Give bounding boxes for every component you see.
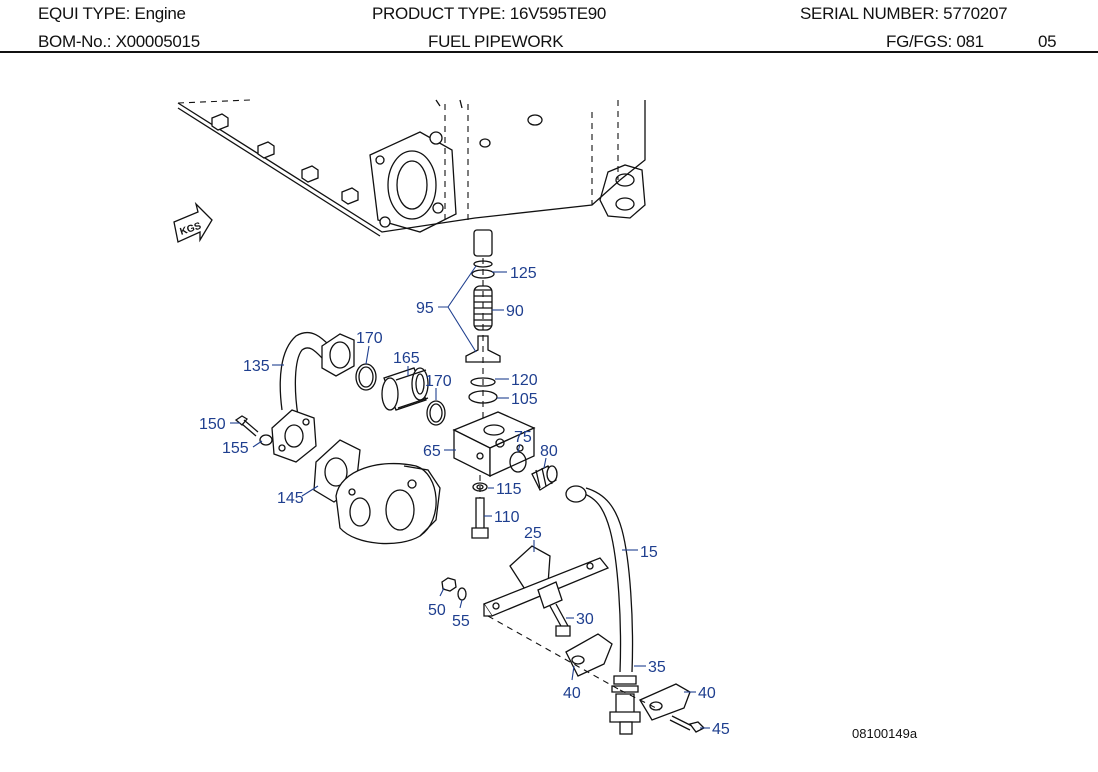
product-type: PRODUCT TYPE: 16V595TE90 [372,4,607,23]
callout-90: 90 [506,303,524,320]
bolt-150 [234,415,259,437]
callout-45: 45 [712,721,730,738]
washer-55 [457,587,467,601]
kgs-arrow-icon: KGS [173,201,213,243]
tube-165 [381,367,429,411]
drawing-reference: 08100149a [852,726,918,741]
o-ring-170b [426,400,446,426]
nut-50 [441,577,457,592]
fg-suffix: 05 [1038,32,1057,51]
pipe-135 [271,331,355,463]
callout-150: 150 [199,416,226,433]
callout-25: 25 [524,525,542,542]
kgs-badge: KGS [179,221,203,238]
callout-75: 75 [514,429,532,446]
callout-65: 65 [423,443,441,460]
callout-155: 155 [222,440,249,457]
header-divider [0,51,1098,53]
fitting-80 [531,465,558,491]
pipe-15 [565,485,641,735]
callout-40a: 40 [563,685,581,702]
fuel-pump [335,462,441,545]
adapter-block [452,411,536,478]
leader-lines [230,265,710,729]
bolt-30 [549,603,571,637]
bolt-45 [669,715,706,733]
callout-80: 80 [540,443,558,460]
serial-number: SERIAL NUMBER: 5770207 [800,4,1008,23]
callout-145: 145 [277,490,304,507]
callout-40b: 40 [698,685,716,702]
callout-120: 120 [511,372,538,389]
callout-30: 30 [576,611,594,628]
clamp-40b [639,683,691,721]
callout-165: 165 [393,350,420,367]
bom-number: BOM-No.: X00005015 [38,32,200,51]
callout-125: 125 [510,265,537,282]
clamp-40a [565,633,613,677]
callout-labels: 125 95 90 170 135 165 170 120 105 150 15… [199,265,730,738]
callout-95: 95 [416,300,434,317]
callout-110: 110 [494,509,520,526]
callout-15: 15 [640,544,658,561]
callout-115: 115 [496,481,522,498]
fg-fgs: FG/FGS: 081 [886,32,984,51]
page-title: FUEL PIPEWORK [428,32,564,51]
callout-170b: 170 [425,373,452,390]
equi-type: EQUI TYPE: Engine [38,4,186,23]
callout-55: 55 [452,613,470,630]
callout-170a: 170 [356,330,383,347]
callout-50: 50 [428,602,446,619]
callout-105: 105 [511,391,538,408]
callout-135: 135 [243,358,270,375]
bolt-110 [471,497,489,539]
bracket-25 [483,545,610,617]
engine-block [177,99,646,237]
callout-35: 35 [648,659,666,676]
washer-155 [259,434,273,446]
